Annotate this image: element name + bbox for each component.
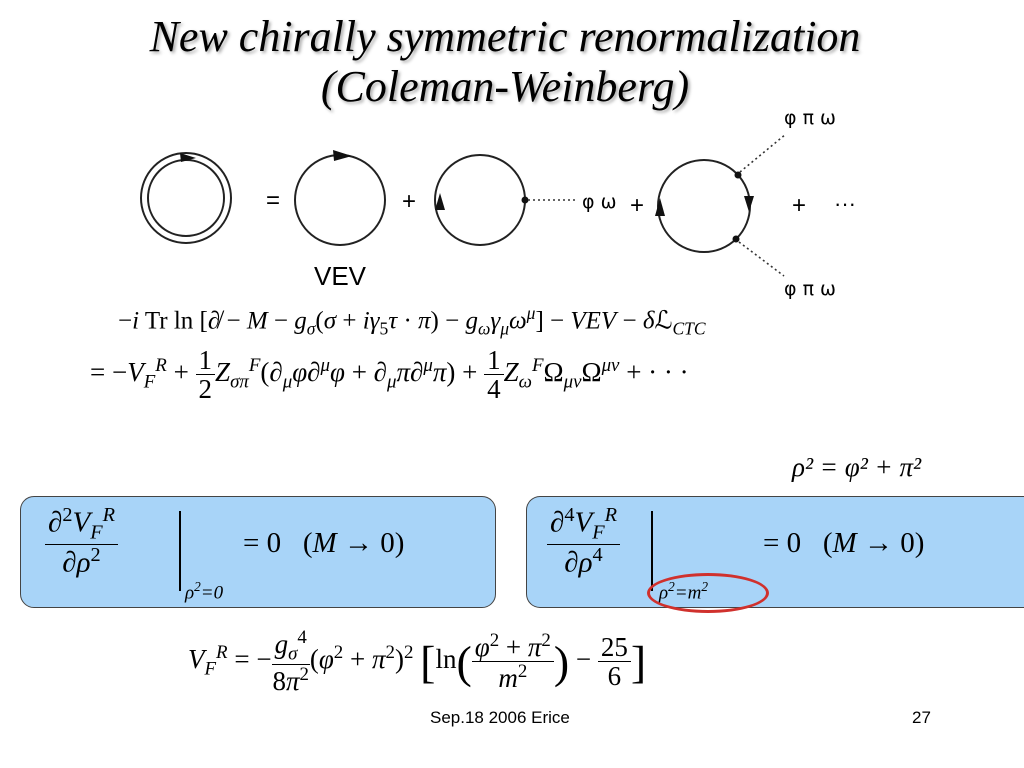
plus-sign-2: + [630,192,644,219]
full-loop [140,152,232,244]
condition-box-second-derivative: ∂2VFR∂ρ2 ρ2=0 = 0 (M → 0) [20,496,496,608]
slide-title: New chirally symmetric renormalization (… [0,12,1010,112]
evaluation-bar [651,511,653,591]
loop-arrow [435,193,445,210]
rho-definition: ρ² = φ² + π² [792,452,922,482]
two-vertex-loop [655,133,787,277]
condition-result: = 0 (M → 0) [243,527,405,559]
condition-box-fourth-derivative: ∂4VFR∂ρ4 ρ2=m2 = 0 (M → 0) [526,496,1024,613]
vev-label: VEV [314,261,367,291]
loop-arrow [333,150,352,161]
loop-arrow [180,153,196,162]
evaluation-point: ρ2=0 [185,579,224,604]
loop-arrow-left [655,198,665,216]
loop-arrow-right [744,196,754,212]
vertex-dot [732,235,740,243]
trace-log-equation: −i Tr ln [∂̸ − M − gσ(σ + iγ5τ · π) − gω… [118,303,706,339]
page-number: 27 [912,708,931,727]
external-leg-top [739,133,787,173]
highlight-ellipse [647,573,769,613]
ellipsis: ··· [834,191,856,216]
phi-omega-label: φ ω [582,191,616,213]
tadpole-loop [434,154,578,246]
title-line-1: New chirally symmetric renormalization [149,12,861,61]
fourth-derivative-condition: ∂4VFR∂ρ4 [547,504,620,578]
vev-loop [294,150,386,246]
phi-pi-omega-top-label: φ π ω [784,107,836,129]
title-line-2: (Coleman-Weinberg) [320,62,690,111]
footer-text: Sep.18 2006 Erice [430,708,570,727]
equals-sign: = [266,187,280,214]
plus-sign-3: + [792,192,806,219]
phi-pi-omega-bottom-label: φ π ω [784,278,836,300]
vertex-dot [521,196,529,204]
second-derivative-condition: ∂2VFR∂ρ2 [45,504,118,578]
plus-sign-1: + [402,188,416,215]
vertex-dot [734,171,742,179]
condition-result: = 0 (M → 0) [763,527,925,559]
feynman-diagram: = VEV + φ ω + φ π ω φ π ω + ··· [140,107,856,300]
external-leg-bottom [738,241,785,277]
evaluation-bar [179,511,181,591]
